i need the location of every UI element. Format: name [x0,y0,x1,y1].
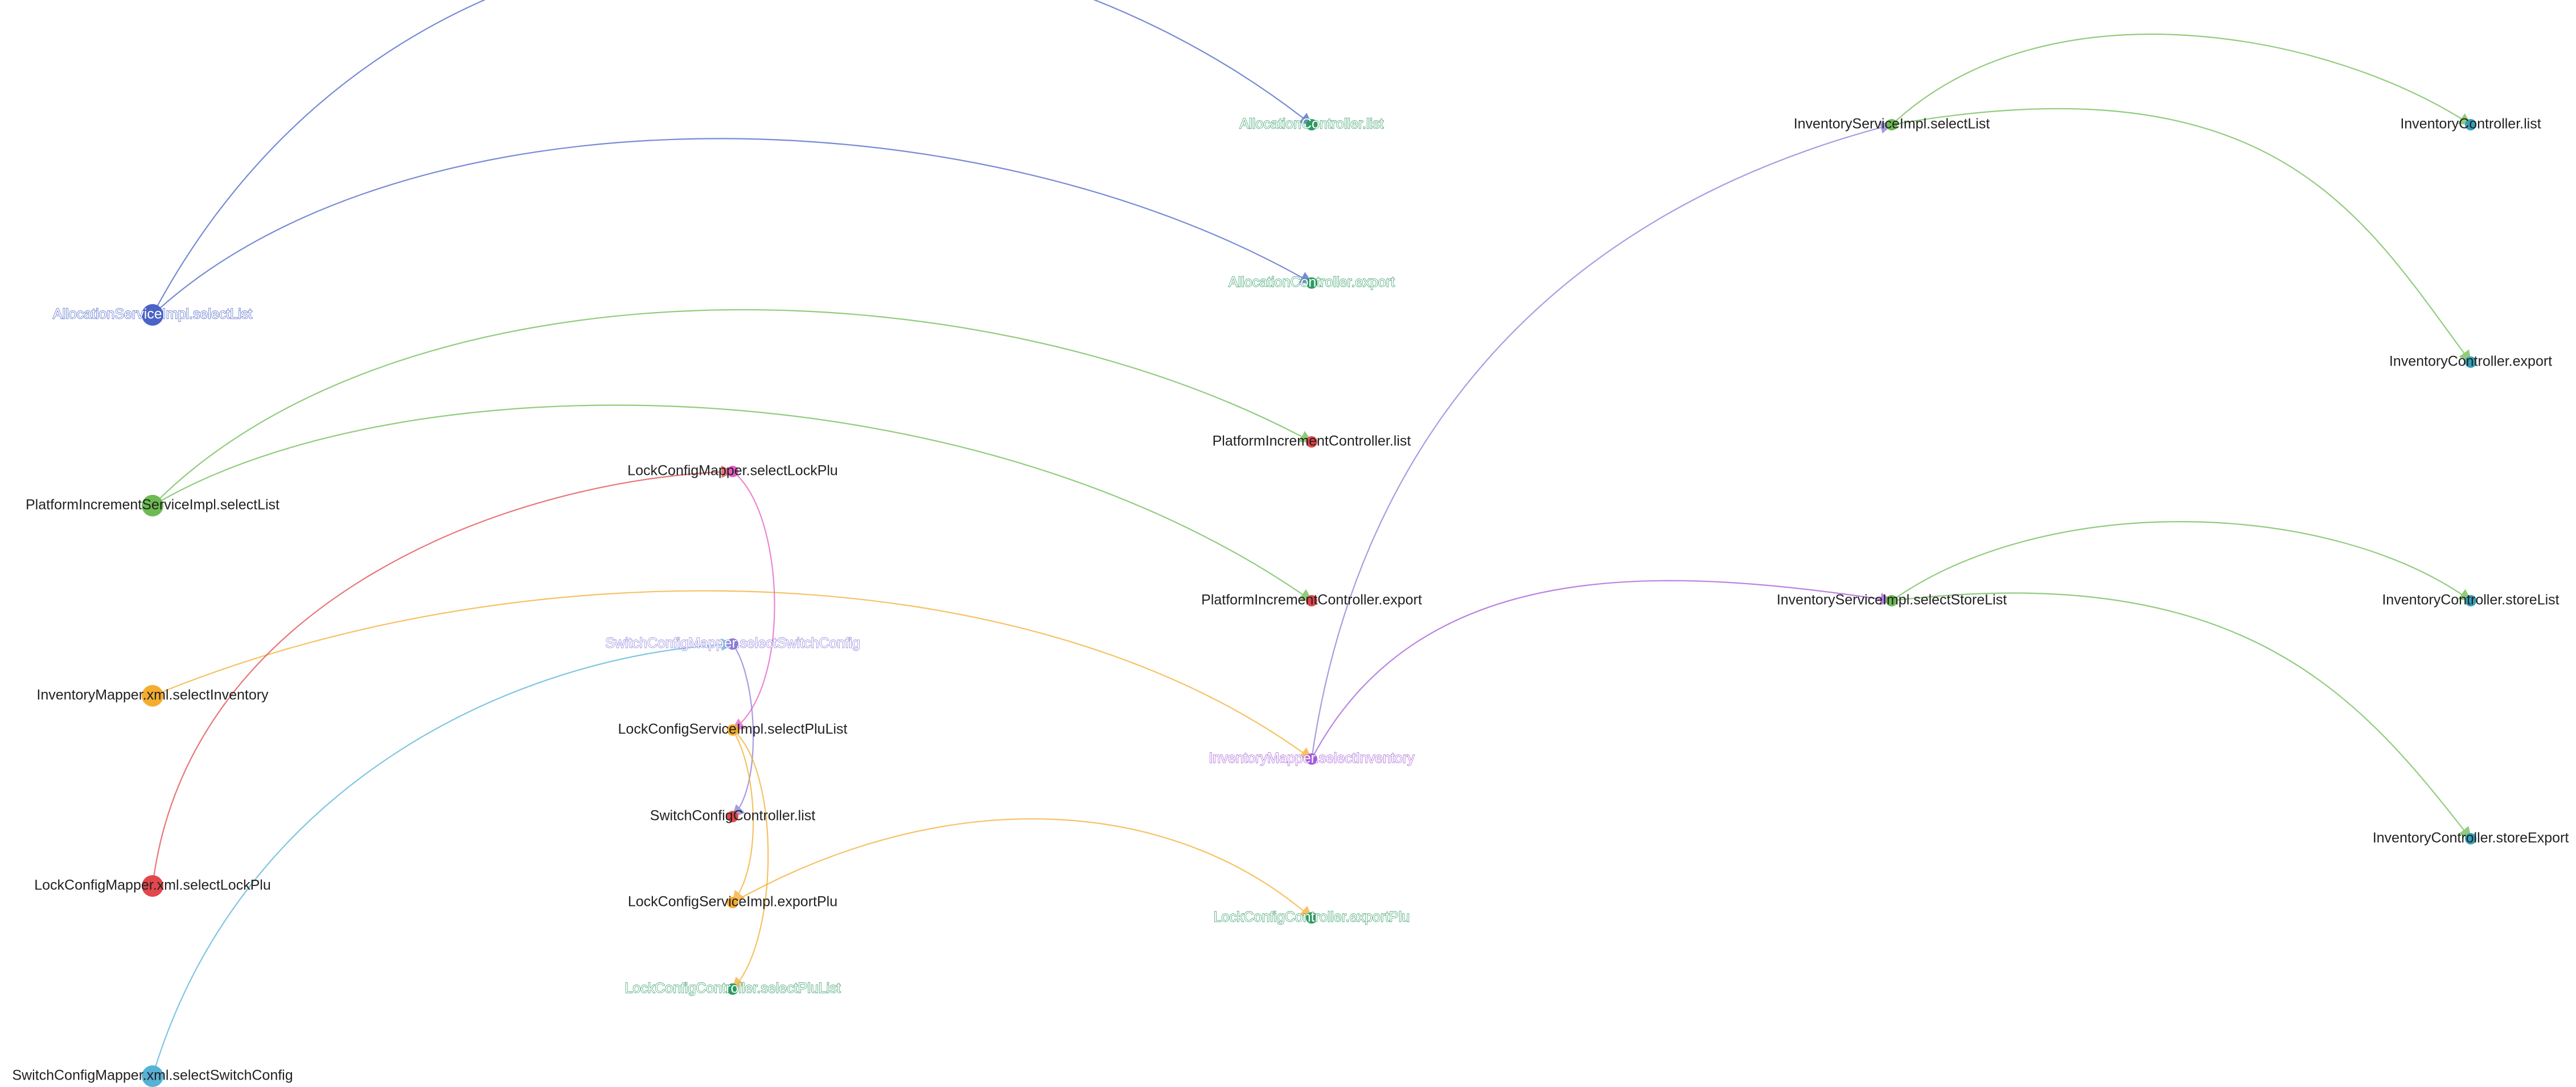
edge-lockConfigServiceImplSelectPluList-to-lockConfigControllerSelectPluList [732,729,769,990]
node-label-inventoryServiceImplSelectList: InventoryServiceImpl.selectList [1794,116,1990,132]
edge-inventoryServiceImplSelectStoreList-to-inventoryControllerStoreList [1891,521,2472,602]
node-lockConfigControllerExportPlu[interactable] [1306,912,1317,924]
node-label-lockConfigServiceImplExportPlu: LockConfigServiceImpl.exportPlu [628,894,837,910]
node-switchConfigController[interactable] [727,811,738,822]
node-inventoryMapperSelect[interactable] [1306,753,1317,765]
edge-inventoryServiceImplSelectList-to-inventoryControllerExport [1891,108,2472,363]
node-label-lockConfigMapperXml: LockConfigMapper.xml.selectLockPlu [34,877,270,893]
node-allocationServiceImpl[interactable] [142,304,163,326]
edge-inventoryServiceImplSelectStoreList-to-inventoryControllerStoreExport [1891,592,2472,840]
node-label-inventoryControllerList: InventoryController.list [2400,116,2541,132]
edge-allocationServiceImpl-to-allocationControllerExport [152,138,1313,315]
node-platformIncrementServiceImpl[interactable] [142,495,163,516]
node-label-inventoryServiceImplSelectStoreList: InventoryServiceImpl.selectStoreList [1777,592,2007,608]
node-label-inventoryMapperXml: InventoryMapper.xml.selectInventory [36,687,269,703]
node-inventoryControllerStoreExport[interactable] [2465,833,2476,844]
edge-platformIncrementServiceImpl-to-platformIncrementControllerExport [152,404,1313,602]
node-label-lockConfigControllerSelectPluList: LockConfigController.selectPluList [625,981,840,996]
labels-layer: AllocationServiceImpl.selectListPlatform… [12,116,2569,1084]
node-lockConfigServiceImplSelectPluList[interactable] [727,724,738,736]
edge-lockConfigServiceImplExportPlu-to-lockConfigControllerExportPlu [732,818,1313,919]
edge-inventoryMapperSelect-to-inventoryServiceImplSelectList [1310,121,1893,760]
node-label-inventoryControllerStoreExport: InventoryController.storeExport [2373,830,2569,846]
edge-platformIncrementServiceImpl-to-platformIncrementControllerList [152,309,1313,506]
node-label-inventoryControllerExport: InventoryController.export [2389,354,2552,370]
node-label-platformIncrementControllerList: PlatformIncrementController.list [1213,433,1411,449]
node-switchConfigMapperXml[interactable] [142,1065,163,1087]
node-label-allocationControllerList: AllocationController.list [1240,116,1384,132]
edge-allocationServiceImpl-to-allocationControllerList [152,0,1313,315]
nodes-layer [142,119,2476,1087]
node-lockConfigMapperXml[interactable] [142,875,163,897]
node-label-platformIncrementServiceImpl: PlatformIncrementServiceImpl.selectList [26,497,280,513]
edges-layer [151,0,2472,1077]
node-allocationControllerExport[interactable] [1306,277,1317,289]
node-label-switchConfigController: SwitchConfigController.list [650,808,815,824]
node-label-inventoryControllerStoreList: InventoryController.storeList [2382,592,2559,608]
node-lockConfigControllerSelectPluList[interactable] [727,983,738,995]
edge-inventoryServiceImplSelectList-to-inventoryControllerList [1891,34,2472,126]
node-lockConfigServiceImplExportPlu[interactable] [727,897,738,908]
node-inventoryServiceImplSelectList[interactable] [1886,119,1897,130]
node-inventoryMapperXml[interactable] [142,685,163,707]
node-label-switchConfigMapperSelect: SwitchConfigMapper.selectSwitchConfig [605,635,860,651]
edge-inventoryMapperXml-to-inventoryMapperSelect [152,590,1313,760]
node-allocationControllerList[interactable] [1306,119,1317,130]
edge-switchConfigMapperSelect-to-switchConfigController [732,643,754,818]
node-inventoryControllerExport[interactable] [2465,356,2476,368]
node-label-platformIncrementControllerExport: PlatformIncrementController.export [1201,592,1422,608]
node-label-lockConfigControllerExportPlu: LockConfigController.exportPlu [1214,909,1410,925]
node-label-allocationServiceImpl: AllocationServiceImpl.selectList [53,306,252,322]
node-label-allocationControllerExport: AllocationController.export [1229,274,1395,290]
node-inventoryControllerList[interactable] [2465,119,2476,130]
node-inventoryControllerStoreList[interactable] [2465,595,2476,606]
node-label-lockConfigServiceImplSelectPluList: LockConfigServiceImpl.selectPluList [618,721,848,737]
edge-inventoryMapperSelect-to-inventoryServiceImplSelectStoreList [1311,580,1893,760]
node-lockConfigMapperSelect[interactable] [727,466,738,477]
edge-lockConfigServiceImplSelectPluList-to-lockConfigServiceImplExportPlu [732,729,754,904]
node-switchConfigMapperSelect[interactable] [727,638,738,650]
node-label-inventoryMapperSelect: InventoryMapper.selectInventory [1209,750,1415,766]
edge-lockConfigMapperXml-to-lockConfigMapperSelect [151,465,734,887]
edge-switchConfigMapperXml-to-switchConfigMapperSelect [151,638,734,1077]
node-label-switchConfigMapperXml: SwitchConfigMapper.xml.selectSwitchConfi… [12,1068,293,1084]
node-platformIncrementControllerExport[interactable] [1306,595,1317,606]
node-inventoryServiceImplSelectStoreList[interactable] [1886,595,1897,606]
edge-lockConfigMapperSelect-to-lockConfigServiceImplSelectPluList [732,471,775,731]
node-label-lockConfigMapperSelect: LockConfigMapper.selectLockPlu [627,463,838,479]
node-platformIncrementControllerList[interactable] [1306,436,1317,448]
